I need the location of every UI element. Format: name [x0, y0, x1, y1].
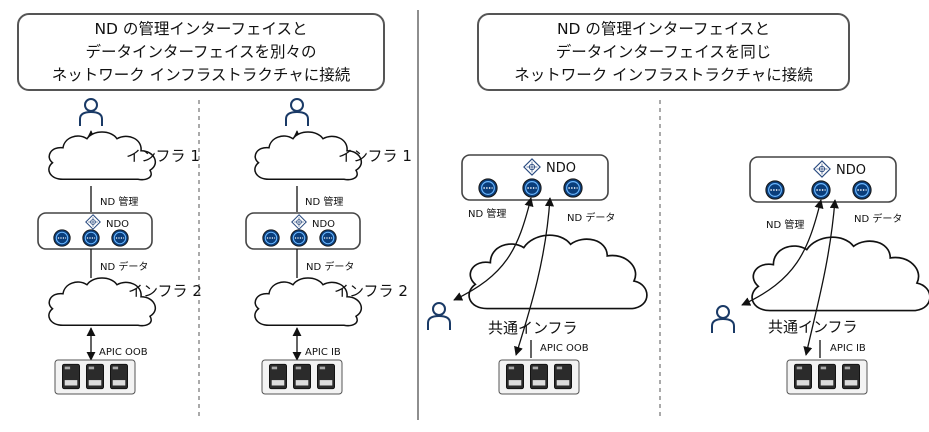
nd-node-3 [564, 179, 582, 197]
apic-unit-1 [506, 364, 523, 388]
user-icon [80, 99, 102, 126]
ndo-label: NDO [836, 163, 866, 178]
user-icon [286, 99, 308, 126]
apic-unit-3 [110, 364, 127, 388]
apic-unit-1 [794, 364, 811, 388]
apic-unit-2 [530, 364, 547, 388]
column-left-ib: インフラ 1 ND 管理 NDO ND データ インフラ 2 APIC IB [246, 99, 412, 394]
nd-node-1 [263, 230, 279, 246]
nd-data-label: ND データ [100, 260, 148, 273]
nd-data-label: ND データ [306, 260, 354, 273]
ndo-label: NDO [106, 219, 129, 230]
ndo-label: NDO [546, 161, 576, 176]
apic-link-label: APIC IB [305, 347, 341, 358]
apic-unit-3 [554, 364, 571, 388]
infra2-label: インフラ 2 [334, 282, 408, 300]
nd-node-1 [766, 181, 784, 199]
apic-unit-3 [317, 364, 334, 388]
nd-mgmt-label: ND 管理 [100, 195, 138, 208]
column-left-oob: インフラ 1 ND 管理 NDO ND データ インフラ 2 APIC OOB [38, 99, 202, 394]
user-icon [712, 306, 734, 333]
nd-node-3 [112, 230, 128, 246]
nd-node-3 [320, 230, 336, 246]
infra1-label: インフラ 1 [338, 147, 412, 165]
apic-unit-2 [818, 364, 835, 388]
apic-unit-1 [269, 364, 286, 388]
nd-mgmt-label: ND 管理 [766, 218, 804, 231]
nd-node-2 [523, 179, 541, 197]
apic-link-label: APIC IB [830, 343, 866, 354]
user-icon [428, 303, 450, 330]
nd-node-1 [54, 230, 70, 246]
column-right-oob: NDO ND 管理 ND データ 共通インフラ APIC OOB [428, 155, 647, 394]
infra1-label: インフラ 1 [126, 147, 200, 165]
nd-mgmt-label: ND 管理 [305, 195, 343, 208]
apic-unit-1 [62, 364, 79, 388]
infra2-label: インフラ 2 [128, 282, 202, 300]
nd-node-2 [83, 230, 99, 246]
nd-node-2 [291, 230, 307, 246]
nd-data-label: ND データ [854, 212, 902, 225]
ndo-label: NDO [312, 219, 335, 230]
shared-infra-label: 共通インフラ [488, 319, 578, 337]
shared-infra-label: 共通インフラ [768, 318, 858, 336]
nd-node-3 [853, 181, 871, 199]
apic-unit-2 [293, 364, 310, 388]
nd-data-label: ND データ [567, 211, 615, 224]
nd-mgmt-label: ND 管理 [468, 207, 506, 220]
apic-link-label: APIC OOB [99, 347, 148, 358]
apic-unit-3 [842, 364, 859, 388]
apic-link-label: APIC OOB [540, 343, 589, 354]
shared-infra-cloud [752, 237, 929, 310]
nd-node-2 [812, 181, 830, 199]
apic-unit-2 [86, 364, 103, 388]
nd-node-1 [479, 179, 497, 197]
column-right-ib: NDO ND 管理 ND データ 共通インフラ APIC IB [712, 157, 929, 394]
